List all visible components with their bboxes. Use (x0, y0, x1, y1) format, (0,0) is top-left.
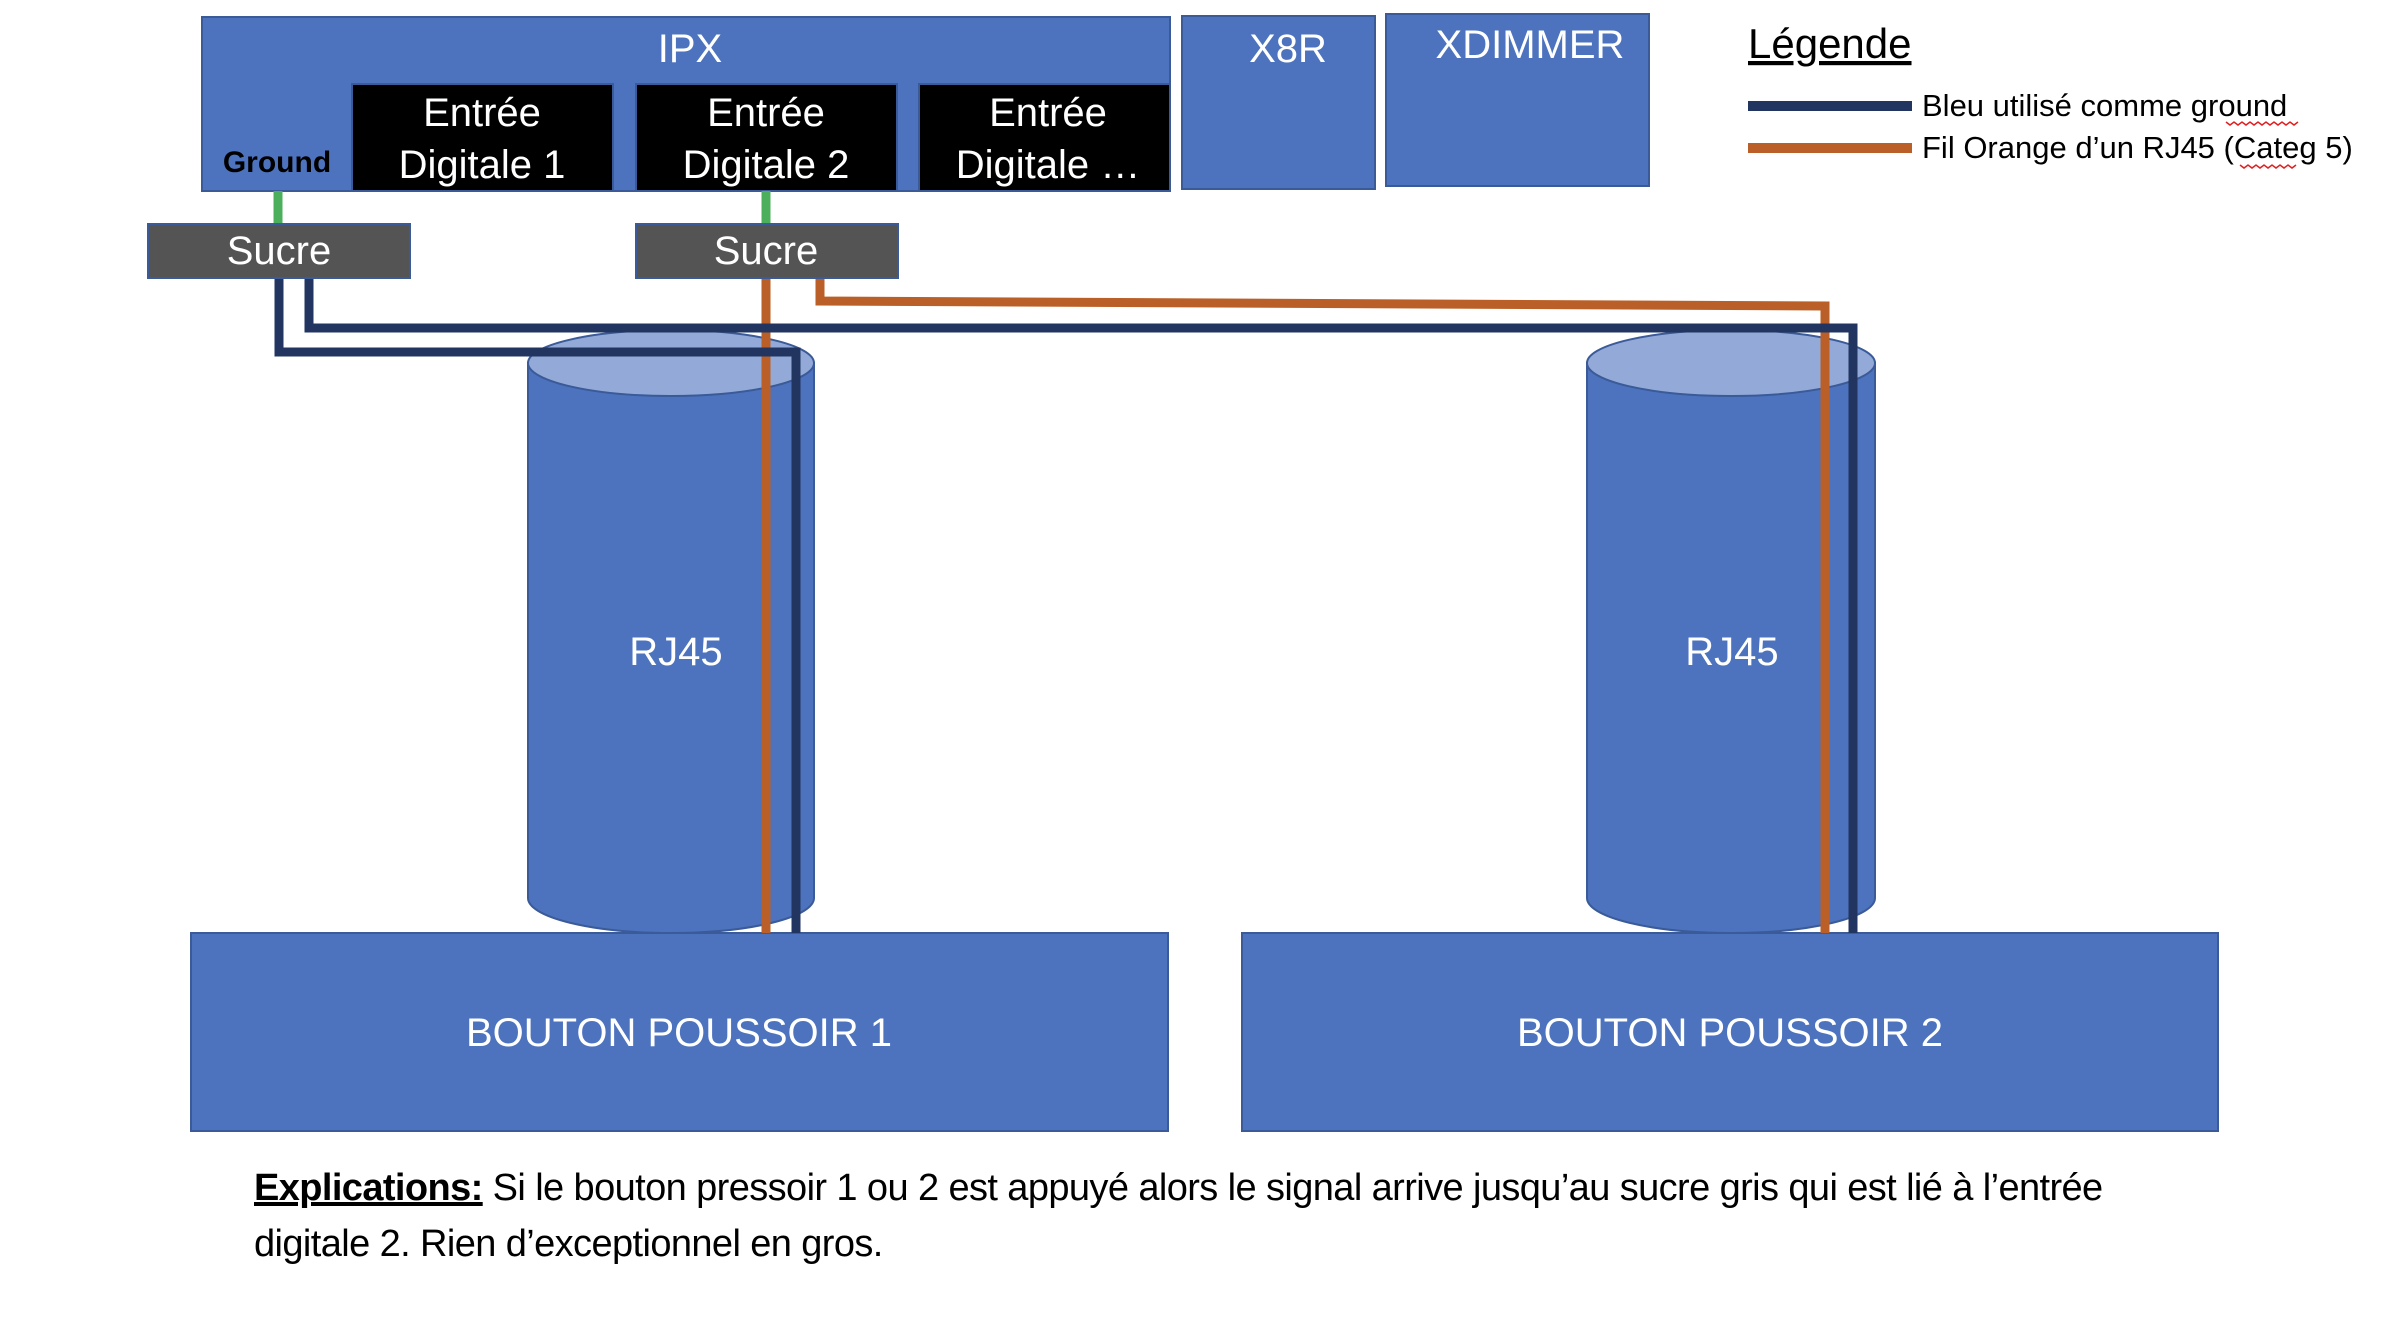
digital-input-more-box (918, 83, 1171, 192)
digital-input-1: Entrée Digitale 1 (351, 83, 614, 192)
orange-wire-button-2 (815, 278, 1830, 933)
digital-input-1-box (351, 83, 614, 192)
x8r-module: X8R (1181, 15, 1376, 190)
xdimmer-box (1385, 13, 1650, 187)
rj45-2-top (1586, 329, 1876, 397)
legend: Légende Bleu utilisé comme ground Fil Or… (1748, 20, 2353, 169)
sucre-1-box (147, 223, 411, 279)
sucre-connector-1: Sucre (147, 223, 411, 279)
x8r-label: X8R (1249, 27, 1327, 71)
push-button-1: BOUTON POUSSOIR 1 (190, 932, 1169, 1132)
digital-input-2-line2: Digitale 2 (683, 143, 850, 187)
ipx-module: IPX Ground Entrée Digitale 1 Entrée Digi… (201, 16, 1171, 192)
rj45-2-label: RJ45 (1685, 630, 1778, 674)
x8r-box (1181, 15, 1376, 190)
digital-input-more-line1: Entrée (989, 91, 1107, 135)
sucre-2-box (635, 223, 899, 279)
rj45-1-label: RJ45 (629, 630, 722, 674)
legend-title: Légende (1748, 20, 1912, 67)
sucre-1-label: Sucre (227, 229, 332, 273)
legend-label-orange: Fil Orange d’un RJ45 (Categ 5) (1922, 130, 2353, 165)
xdimmer-label: XDIMMER (1436, 23, 1625, 67)
digital-input-2-line1: Entrée (707, 91, 825, 135)
push-button-1-box (190, 932, 1169, 1132)
rj45-cable-1: RJ45 (527, 329, 815, 934)
push-button-2: BOUTON POUSSOIR 2 (1241, 932, 2219, 1132)
push-button-2-box (1241, 932, 2219, 1132)
sucre-connector-2: Sucre (635, 223, 899, 279)
digital-input-more: Entrée Digitale … (918, 83, 1171, 192)
digital-input-1-line1: Entrée (423, 91, 541, 135)
rj45-1-top (527, 329, 815, 397)
ground-wire-button-2 (304, 278, 1858, 933)
sucre-2-label: Sucre (714, 229, 819, 273)
ipx-title: IPX (658, 27, 722, 71)
legend-label-ground: Bleu utilisé comme ground (1922, 88, 2287, 123)
spellcheck-underline (2239, 164, 2297, 169)
explanation-text: Si le bouton pressoir 1 ou 2 est appuyé … (254, 1167, 2103, 1265)
ground-wire-button-1 (274, 278, 801, 933)
push-button-1-label: BOUTON POUSSOIR 1 (466, 1011, 892, 1055)
digital-input-2-box (635, 83, 898, 192)
xdimmer-module: XDIMMER (1385, 13, 1650, 187)
digital-input-more-line2: Digitale … (956, 143, 1141, 187)
digital-input-2: Entrée Digitale 2 (635, 83, 898, 192)
explanation-heading: Explications: (254, 1167, 483, 1209)
digital-input-1-line2: Digitale 1 (399, 143, 566, 187)
spellcheck-underline (2225, 121, 2299, 126)
push-button-2-label: BOUTON POUSSOIR 2 (1517, 1011, 1943, 1055)
explanation: Explications: Si le bouton pressoir 1 ou… (254, 1160, 2154, 1272)
ground-label: Ground (223, 146, 331, 179)
rj45-cable-2: RJ45 (1586, 329, 1876, 934)
